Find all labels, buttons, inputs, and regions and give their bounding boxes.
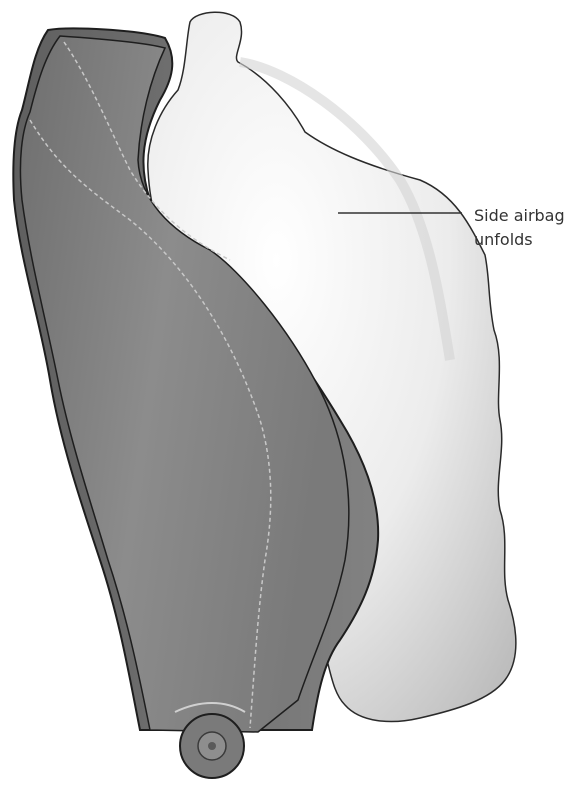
recliner-knob-center bbox=[208, 742, 216, 750]
callout-label: Side airbag unfolds bbox=[474, 204, 582, 252]
callout-label-line2: unfolds bbox=[474, 228, 582, 252]
callout-label-line1: Side airbag bbox=[474, 204, 582, 228]
